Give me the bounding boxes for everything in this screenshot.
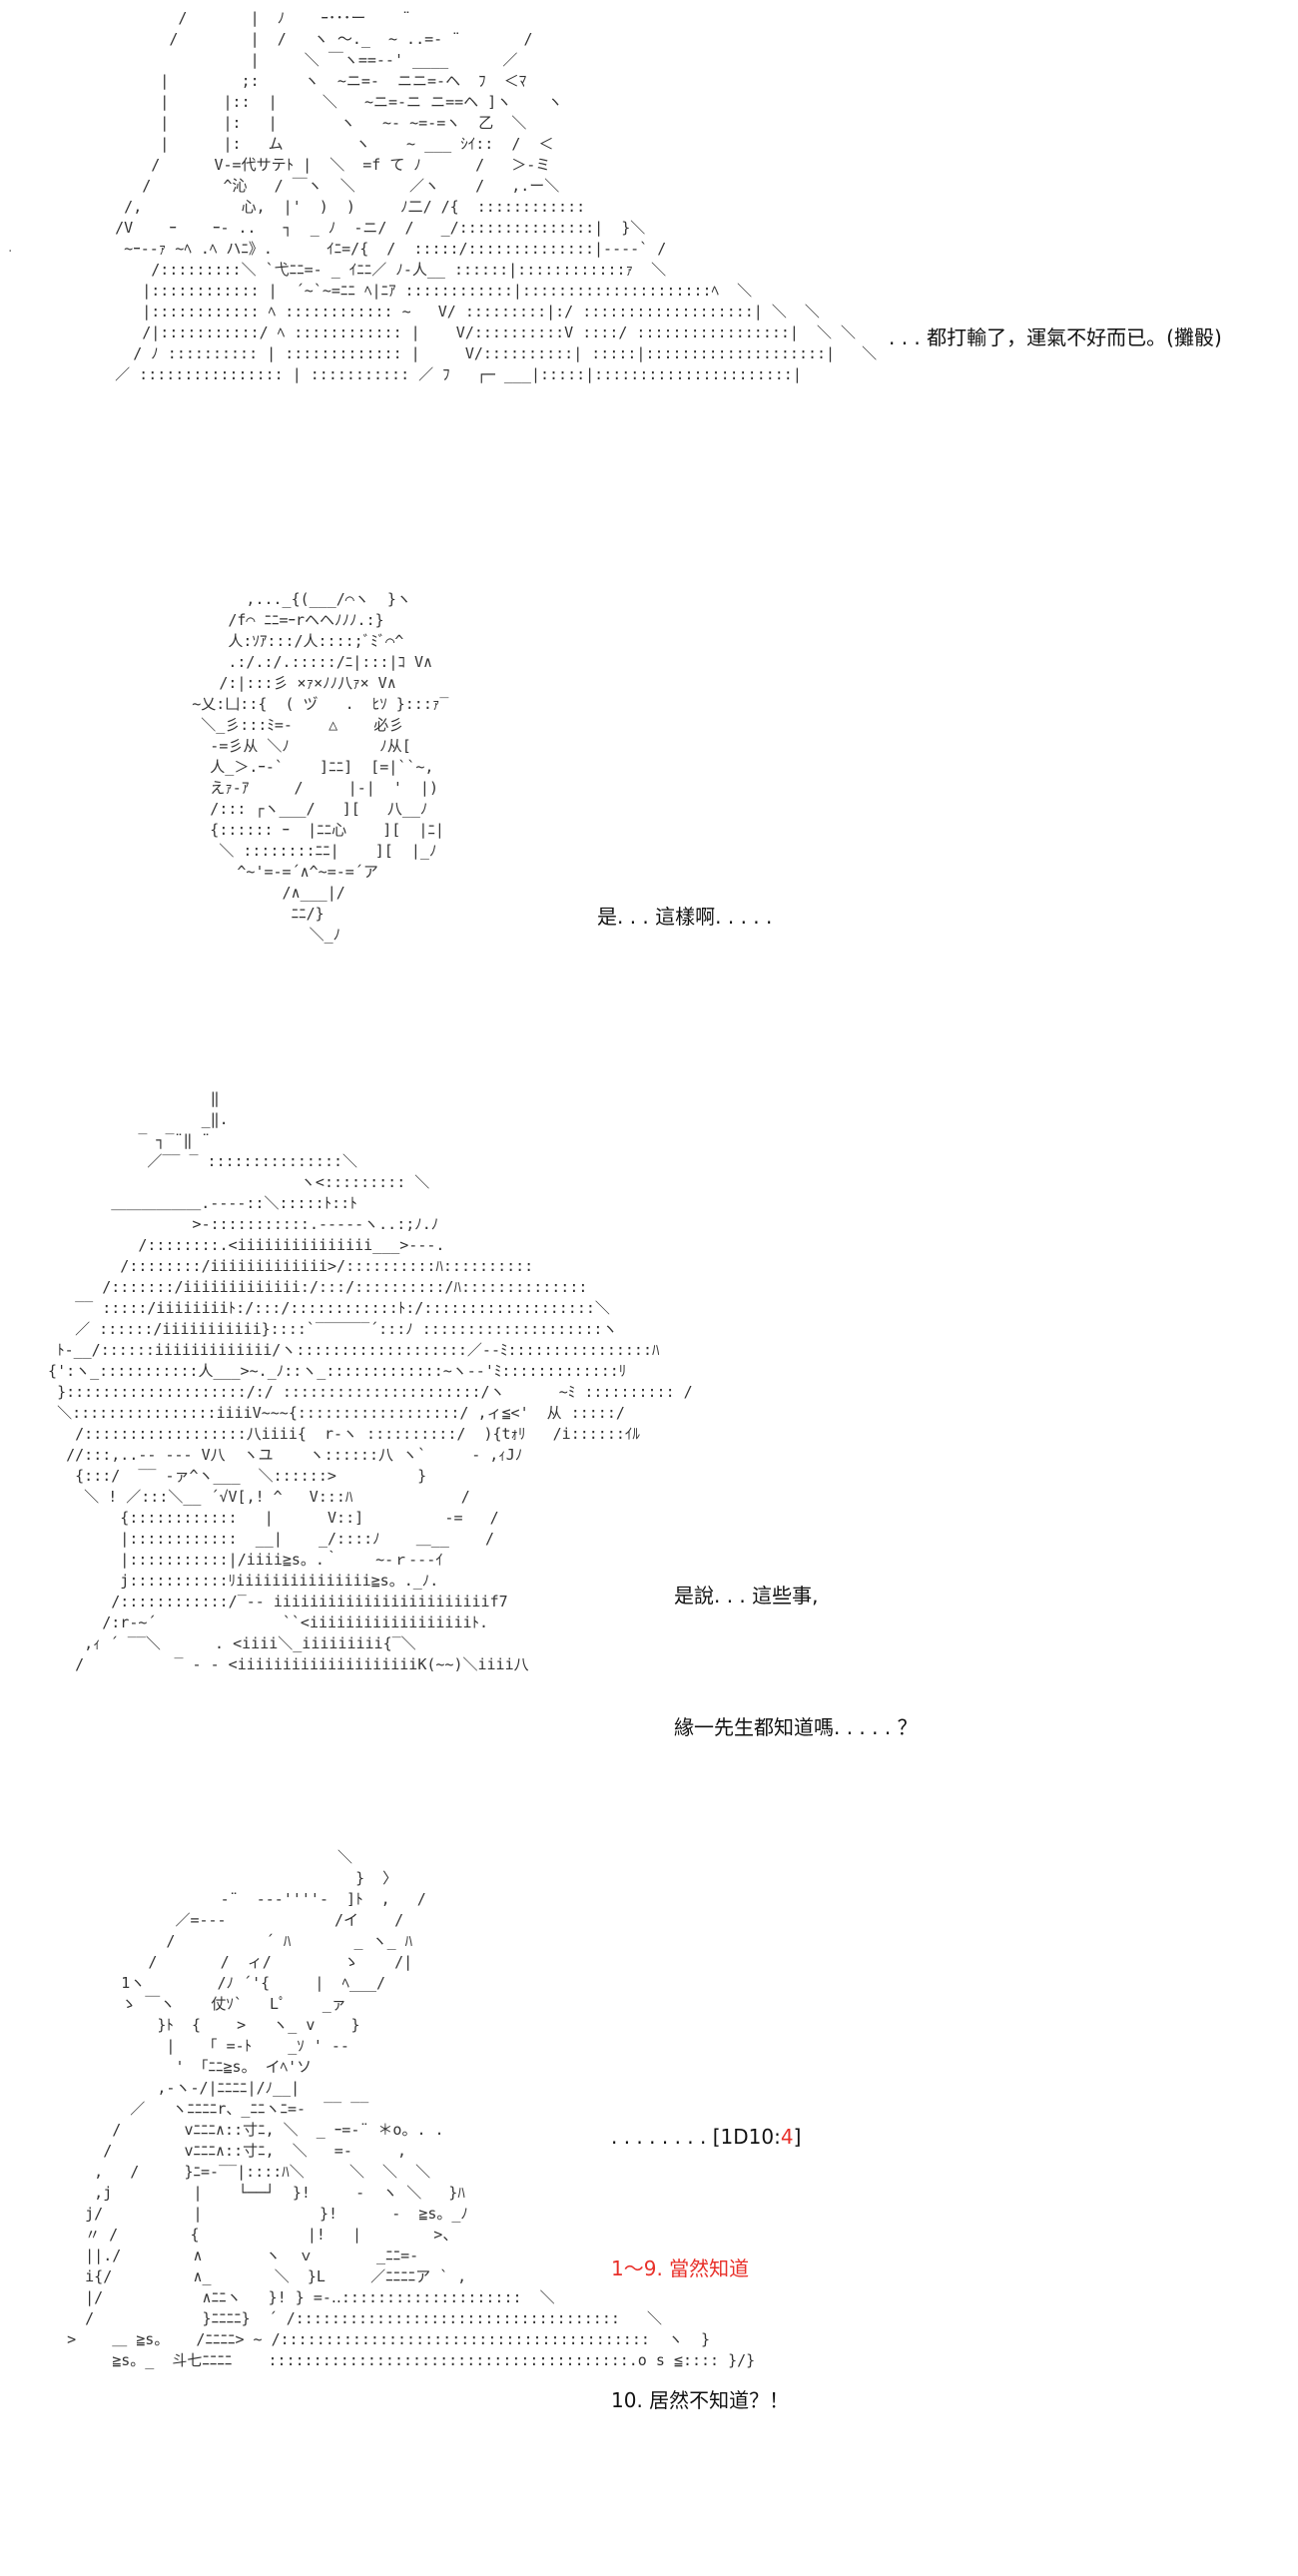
dice-roll-line: . . . . . . . . [1D10:4] (611, 2115, 801, 2159)
panel-3: ‖ _‖. ‾ ┐‾¨‖ ¨ ／‾‾ ‾ :::::::::::::::＼ ヽ<… (0, 1078, 1298, 1837)
dialog-line: . . . 都打輸了，運氣不好而已。(攤骰) (889, 325, 1222, 349)
dialog-text-2: 是. . . 這樣啊. . . . . (597, 807, 772, 1026)
dialog-line: 是. . . 這樣啊. . . . . (597, 905, 773, 929)
panel-1: . / | ﾉ ｰ･･･ー ¨ / | / ヽ ～._ ~ ..=- ¨ / |… (0, 0, 1298, 559)
panel-4: ＼ } 〉 -¨ -‐‐''''‐ ]ﾄ , / ／=‐‐‐ /イ / / ´ … (0, 1837, 1298, 2576)
dice-roll-prefix: . . . . . . . . [1D10: (611, 2125, 781, 2149)
dialog-line: 緣一先生都知道嗎. . . . . ？ (674, 1715, 918, 1739)
dialog-text-3: 是說. . . 這些事, 緣一先生都知道嗎. . . . . ？ (674, 1486, 918, 1837)
dialog-line: 是說. . . 這些事, (674, 1584, 819, 1608)
option-false: 10. 居然不知道？！ (611, 2388, 790, 2412)
option-true: 1～9. 當然知道 (611, 2256, 750, 2280)
ascii-art-figure-2: ,..._{(___/⌒ヽ }ヽ /f⌒ ﾆﾆ=ｰrヘヘﾉﾉﾉ.:} 人:ｿｱ:… (192, 590, 449, 944)
ascii-art-figure-3: ‖ _‖. ‾ ┐‾¨‖ ¨ ／‾‾ ‾ :::::::::::::::＼ ヽ<… (48, 1089, 693, 1673)
edge-dot: . (8, 240, 13, 256)
dice-roll-suffix: ] (793, 2125, 802, 2149)
dice-roll-result: 4 (780, 2125, 794, 2149)
ascii-art-figure-1: / | ﾉ ｰ･･･ー ¨ / | / ヽ ～._ ~ ..=- ¨ / | ＼… (115, 9, 878, 383)
dialog-text-4: . . . . . . . . [1D10:4] 1～9. 當然知道 10. 居… (611, 2027, 801, 2510)
panel-2: ,..._{(___/⌒ヽ }ヽ /f⌒ ﾆﾆ=ｰrヘヘﾉﾉﾉ.:} 人:ｿｱ:… (0, 559, 1298, 1078)
ascii-art-figure-4: ＼ } 〉 -¨ -‐‐''''‐ ]ﾄ , / ／=‐‐‐ /イ / / ´ … (67, 1848, 756, 2369)
dialog-text-1: . . . 都打輸了，運氣不好而已。(攤骰) (889, 228, 1222, 447)
